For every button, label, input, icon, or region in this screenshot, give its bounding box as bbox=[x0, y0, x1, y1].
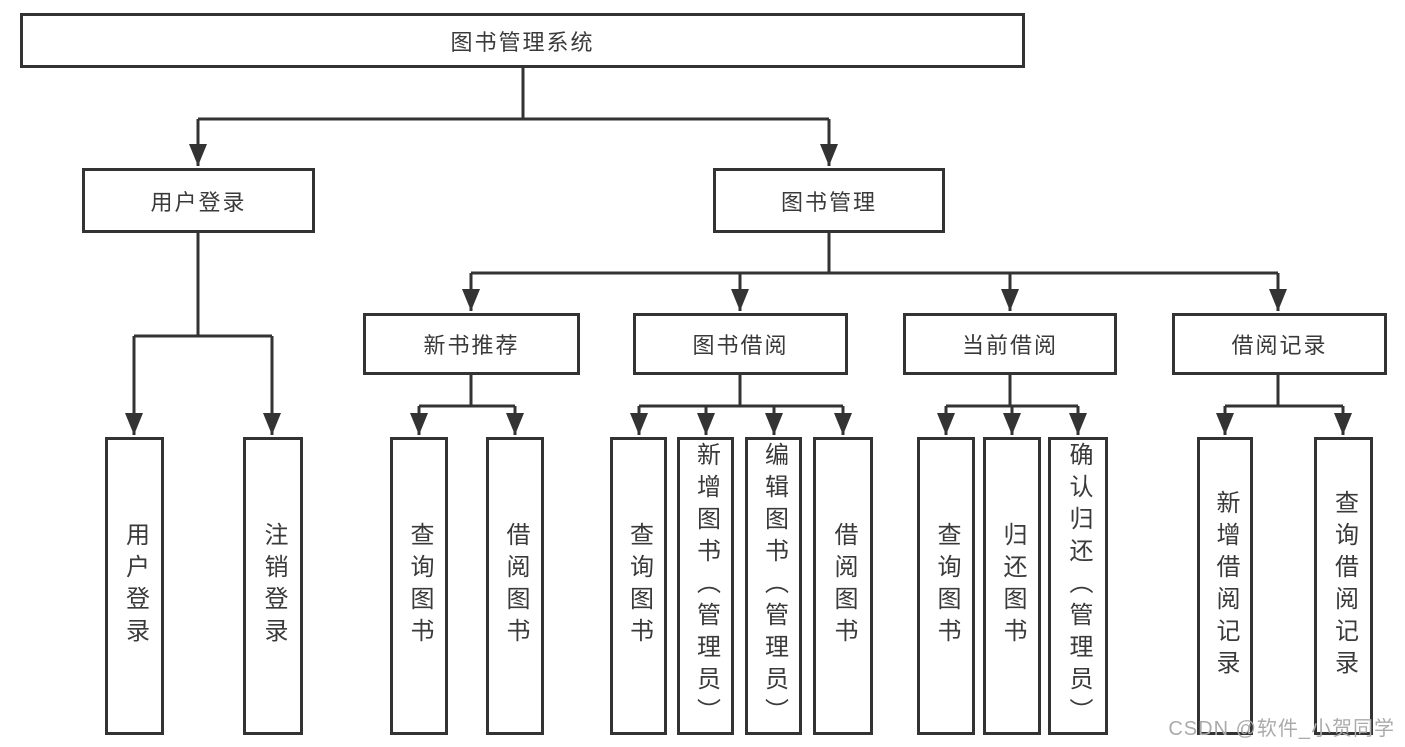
node-book-borrowing-label: 图书借阅 bbox=[692, 333, 789, 358]
leaf-edit-book-admin: 编辑图书（管理员） bbox=[745, 437, 802, 735]
leaf-query-borrow-record-label: 查询借阅记录 bbox=[1330, 490, 1358, 682]
leaf-query-books-1-label: 查询图书 bbox=[406, 522, 433, 650]
leaf-borrow-books-1-label: 借阅图书 bbox=[502, 522, 529, 650]
node-current-borrowing: 当前借阅 bbox=[903, 313, 1117, 375]
leaf-add-book-admin: 新增图书（管理员） bbox=[677, 437, 734, 735]
leaf-borrow-books-2: 借阅图书 bbox=[813, 437, 873, 735]
node-borrowing-records: 借阅记录 bbox=[1172, 313, 1387, 375]
node-book-borrowing: 图书借阅 bbox=[633, 313, 848, 375]
leaf-return-books-label: 归还图书 bbox=[999, 522, 1026, 650]
node-new-book-recommend: 新书推荐 bbox=[363, 313, 580, 375]
node-book-management-label: 图书管理 bbox=[780, 189, 877, 215]
leaf-add-book-admin-label: 新增图书（管理员） bbox=[692, 442, 720, 730]
leaf-user-login-label: 用户登录 bbox=[121, 522, 149, 650]
watermark: CSDN @软件_小贺同学 bbox=[1168, 718, 1395, 740]
node-new-book-recommend-label: 新书推荐 bbox=[423, 333, 520, 358]
leaf-add-borrow-record-label: 新增借阅记录 bbox=[1212, 490, 1239, 682]
leaf-logout: 注销登录 bbox=[243, 437, 303, 735]
leaf-edit-book-admin-label: 编辑图书（管理员） bbox=[760, 442, 788, 730]
leaf-query-books-2: 查询图书 bbox=[610, 437, 667, 735]
leaf-logout-label: 注销登录 bbox=[260, 522, 287, 650]
node-borrowing-records-label: 借阅记录 bbox=[1231, 333, 1328, 358]
node-book-management: 图书管理 bbox=[713, 168, 945, 233]
leaf-confirm-return-admin: 确认归还（管理员） bbox=[1048, 437, 1108, 735]
leaf-confirm-return-admin-label: 确认归还（管理员） bbox=[1065, 442, 1092, 730]
node-user-login-label: 用户登录 bbox=[150, 189, 247, 215]
node-root: 图书管理系统 bbox=[20, 13, 1025, 68]
leaf-query-books-3-label: 查询图书 bbox=[933, 522, 960, 650]
node-root-label: 图书管理系统 bbox=[450, 29, 595, 55]
leaf-borrow-books-2-label: 借阅图书 bbox=[830, 522, 857, 650]
leaf-query-books-1: 查询图书 bbox=[390, 437, 448, 735]
leaf-user-login: 用户登录 bbox=[105, 437, 164, 735]
leaf-query-borrow-record: 查询借阅记录 bbox=[1314, 437, 1373, 735]
node-user-login: 用户登录 bbox=[82, 168, 315, 233]
leaf-return-books: 归还图书 bbox=[983, 437, 1041, 735]
leaf-query-books-2-label: 查询图书 bbox=[625, 522, 653, 650]
leaf-query-books-3: 查询图书 bbox=[917, 437, 975, 735]
node-current-borrowing-label: 当前借阅 bbox=[961, 333, 1058, 358]
leaf-borrow-books-1: 借阅图书 bbox=[486, 437, 544, 735]
leaf-add-borrow-record: 新增借阅记录 bbox=[1197, 437, 1253, 735]
